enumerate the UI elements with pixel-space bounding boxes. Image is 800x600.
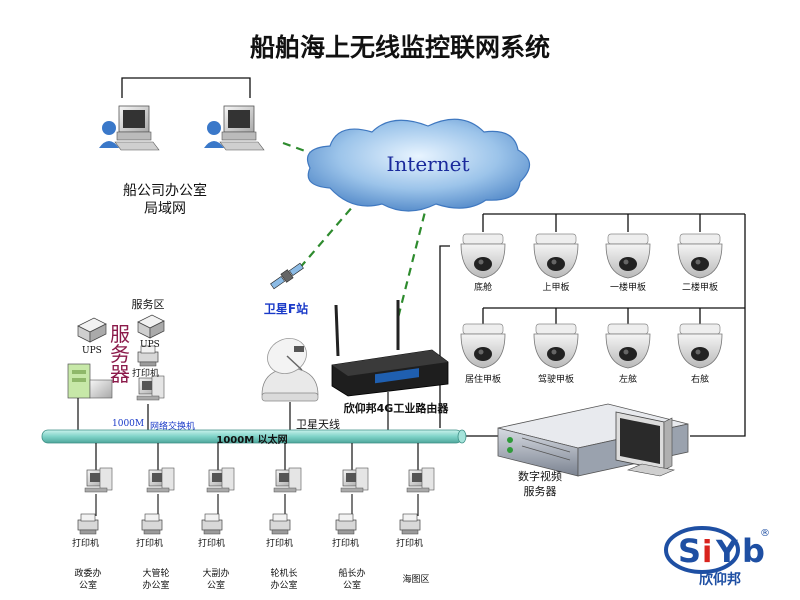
video-monitor-icon <box>615 411 676 477</box>
bus-drop-lines-bottom <box>95 443 419 470</box>
camera-4 <box>677 233 723 279</box>
dept-printer-1 <box>77 513 99 535</box>
switch-label: 网络交换机 <box>150 422 196 432</box>
dept-printer-2 <box>141 513 163 535</box>
dept-printer-label-3: 打印机 <box>198 539 226 549</box>
camera-6 <box>533 323 579 369</box>
camera-1 <box>460 233 506 279</box>
dept-name-5a: 船长办 <box>338 569 366 579</box>
office-computer-1 <box>98 105 160 151</box>
ups-icon <box>77 317 107 343</box>
printer-icon-service <box>137 314 165 339</box>
svg-text:b: b <box>742 532 765 570</box>
dept-name-4b: 办公室 <box>270 581 298 591</box>
service-printer-label: 打印机 <box>132 369 160 379</box>
satellite-antenna-icon <box>261 338 319 402</box>
dept-pc-3 <box>206 467 235 493</box>
dept-printer-label-6: 打印机 <box>396 539 424 549</box>
dept-name-2a: 大管轮 <box>142 569 170 579</box>
4g-router-icon <box>331 300 449 397</box>
office-label-2: 局域网 <box>144 201 186 217</box>
camera-2 <box>533 233 579 279</box>
dept-pc-6 <box>406 467 435 493</box>
dept-name-3b: 公室 <box>206 581 226 591</box>
camera-label-8: 右舷 <box>690 375 710 385</box>
service-pc-icon <box>136 375 165 401</box>
office-lan-link <box>121 77 251 98</box>
dept-printer-label-4: 打印机 <box>266 539 294 549</box>
camera-label-7: 左舷 <box>618 375 638 385</box>
ups-label: UPS <box>82 346 102 356</box>
svg-text:Y: Y <box>715 535 739 570</box>
satellite-icon <box>270 262 304 290</box>
page-title: 船舶海上无线监控联网系统 <box>249 33 550 62</box>
dept-pc-2 <box>146 467 175 493</box>
dept-printer-label-5: 打印机 <box>332 539 360 549</box>
dept-pc-5 <box>340 467 369 493</box>
dept-name-1b: 公室 <box>78 581 98 591</box>
dept-printer-6 <box>399 513 421 535</box>
svg-text:i: i <box>702 535 712 570</box>
dept-printer-5 <box>335 513 357 535</box>
camera-7 <box>605 323 651 369</box>
video-server-label-1: 数字视频 <box>518 470 562 483</box>
lan-speed-label: 1000M <box>112 419 145 429</box>
camera-5 <box>460 323 506 369</box>
satellite-antenna-label: 卫星天线 <box>296 418 340 431</box>
svg-text:S: S <box>678 532 701 570</box>
service-area-title: 服务区 <box>131 298 165 311</box>
bus-drop-lines-top <box>77 392 389 430</box>
dept-name-3a: 大副办 <box>202 569 230 579</box>
camera-label-1: 底舱 <box>473 283 493 293</box>
internet-label: Internet <box>386 152 470 176</box>
dept-printer-label-1: 打印机 <box>72 539 100 549</box>
satellite-station-label: 卫星F站 <box>263 302 309 316</box>
logo-mark: ® <box>760 528 770 539</box>
internet-cloud <box>306 118 531 212</box>
dept-pc-1 <box>84 467 113 493</box>
camera-label-6: 驾驶甲板 <box>537 375 575 385</box>
bus-label: 1000M 以太网 <box>216 435 288 446</box>
ethernet-bus <box>41 429 467 444</box>
camera-label-5: 居住甲板 <box>464 375 502 385</box>
video-server-label-2: 服务器 <box>523 485 557 498</box>
logo-name: 欣仰邦 <box>699 571 741 588</box>
office-label-1: 船公司办公室 <box>123 183 207 199</box>
ups-label-2: UPS <box>140 340 160 350</box>
server-tower-icon <box>67 363 113 399</box>
dept-name-6a: 海图区 <box>402 575 430 585</box>
wireless-links <box>282 141 430 319</box>
camera-label-3: 一楼甲板 <box>609 283 647 293</box>
camera-label-2: 上甲板 <box>542 283 570 293</box>
dept-links <box>95 494 419 516</box>
camera-8 <box>677 323 723 369</box>
dept-printer-label-2: 打印机 <box>136 539 164 549</box>
dept-printer-3 <box>201 513 223 535</box>
office-computer-2 <box>203 105 265 151</box>
siyb-logo: S i Y b ® 欣仰邦 <box>664 526 770 588</box>
dept-pc-4 <box>273 467 302 493</box>
dept-name-1a: 政委办 <box>74 569 102 579</box>
dept-name-2b: 办公室 <box>142 581 170 591</box>
camera-label-4: 二楼甲板 <box>681 283 719 293</box>
camera-3 <box>605 233 651 279</box>
router-label: 欣仰邦4G工业路由器 <box>343 402 449 415</box>
server-big-label: 服务器 <box>110 322 130 386</box>
dept-printer-4 <box>269 513 291 535</box>
dept-name-4a: 轮机长 <box>270 569 298 579</box>
dept-name-5b: 公室 <box>342 581 362 591</box>
